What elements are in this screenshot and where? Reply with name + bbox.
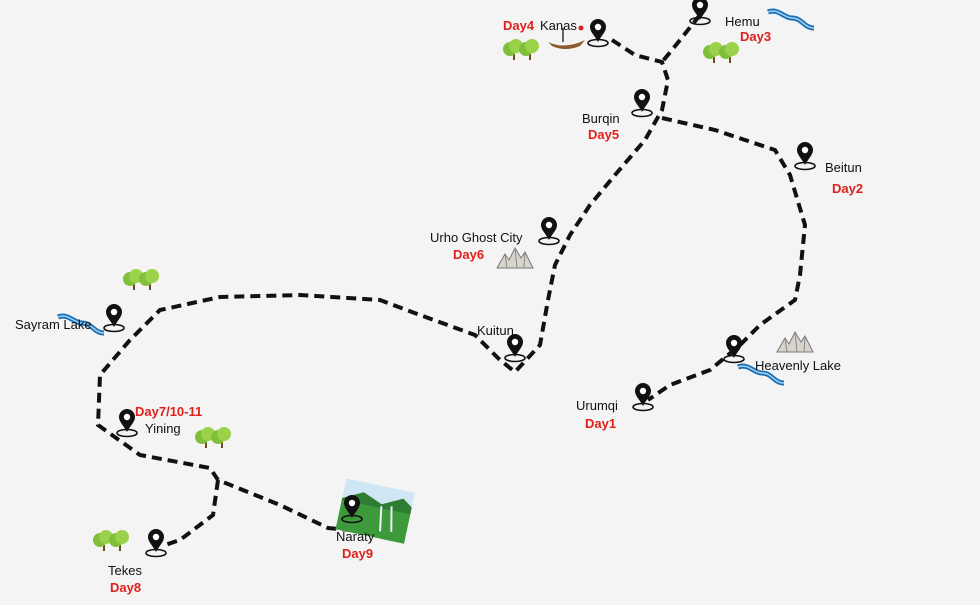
map-pin-icon[interactable] [794, 141, 816, 171]
map-pin-icon[interactable] [587, 18, 609, 48]
route-line [95, 13, 808, 547]
day-label-urho: Day6 [453, 247, 484, 262]
place-label-beitun: Beitun [825, 160, 862, 175]
trees-icon [123, 269, 159, 290]
place-label-naraty: Naraty [336, 529, 375, 544]
map-pin-icon[interactable] [145, 528, 167, 558]
day-label-burqin: Day5 [588, 127, 619, 142]
map-pin-icon[interactable] [631, 88, 653, 118]
place-label-heavenly: Heavenly Lake [755, 358, 841, 373]
place-label-urho: Urho Ghost City [430, 230, 523, 245]
day-label-hemu: Day3 [740, 29, 771, 44]
map-pin-icon[interactable] [116, 408, 138, 438]
map-pin-icon[interactable] [723, 334, 745, 364]
boat-icon [548, 25, 585, 49]
mountain-icon [776, 331, 814, 353]
day-label-tekes: Day8 [110, 580, 141, 595]
day-label-kanas: Day4 [503, 18, 535, 33]
day-label-beitun: Day2 [832, 181, 863, 196]
place-label-kuitun: Kuitun [477, 323, 514, 338]
trees-icon [703, 42, 739, 63]
place-label-hemu: Hemu [725, 14, 760, 29]
map-pin-icon[interactable] [538, 216, 560, 246]
place-label-urumqi: Urumqi [576, 398, 618, 413]
trees-icon [93, 530, 129, 551]
place-label-sayram: Sayram Lake [15, 317, 92, 332]
river-icon [768, 11, 814, 28]
day-label-yining: Day7/10-11 [135, 404, 202, 419]
trees-icon [503, 39, 539, 60]
place-label-kanas: Kanas [540, 18, 577, 33]
day-label-urumqi: Day1 [585, 416, 616, 431]
place-label-burqin: Burqin [582, 111, 620, 126]
day-label-naraty: Day9 [342, 546, 373, 561]
trees-icon [195, 427, 231, 448]
mountain-icon [496, 247, 534, 269]
place-label-tekes: Tekes [108, 563, 142, 578]
map-pin-icon[interactable] [103, 303, 125, 333]
map-pin-icon[interactable] [504, 333, 526, 363]
place-label-yining: Yining [145, 421, 181, 436]
